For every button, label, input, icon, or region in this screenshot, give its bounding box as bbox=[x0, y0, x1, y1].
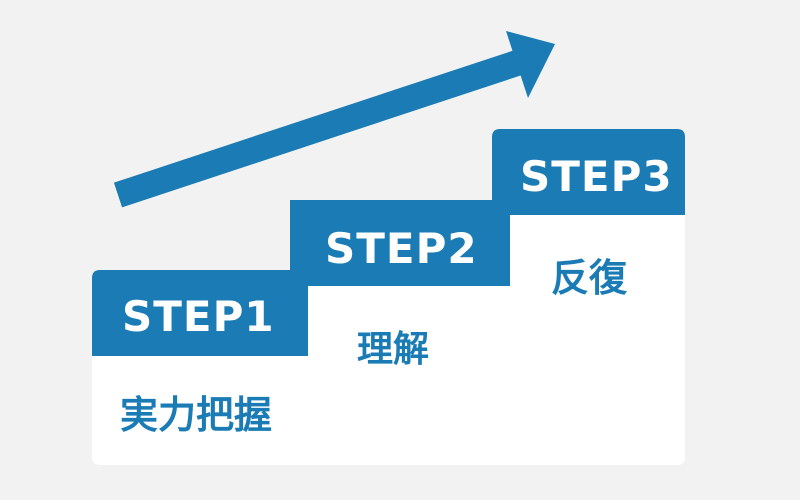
step3-caption: 反復 bbox=[551, 256, 628, 300]
step2-caption: 理解 bbox=[357, 329, 430, 370]
step2-label: STEP2 bbox=[325, 224, 478, 273]
step3-label: STEP3 bbox=[520, 152, 673, 201]
trend-up-arrow-icon bbox=[113, 31, 555, 208]
step1-label: STEP1 bbox=[122, 292, 275, 341]
step1-band bbox=[92, 270, 308, 356]
step3-band bbox=[492, 129, 685, 215]
step2-band bbox=[290, 200, 510, 286]
step1-caption: 実力把握 bbox=[120, 393, 273, 437]
